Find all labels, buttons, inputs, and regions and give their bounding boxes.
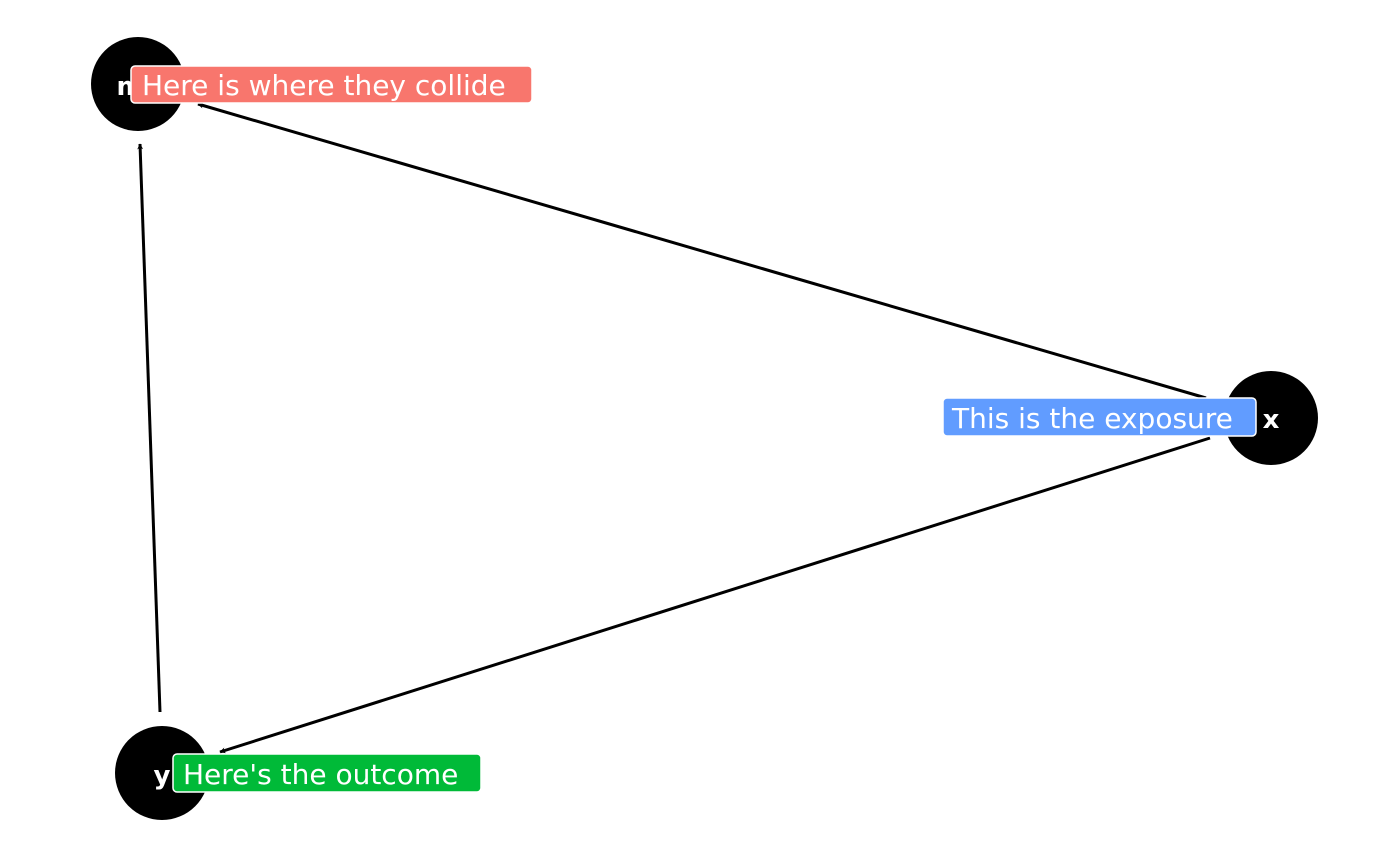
edge-x-to-y	[219, 436, 1211, 754]
edges	[137, 102, 1211, 754]
node-x: x	[1224, 371, 1318, 465]
node-y: y	[115, 726, 209, 820]
annotation-y-box	[172, 753, 482, 793]
node-x-label: x	[1263, 405, 1280, 435]
annotation-m-box	[130, 65, 533, 104]
annotation-x-text: This is the exposure	[951, 402, 1233, 435]
node-x-circle	[1224, 371, 1318, 465]
edge-x-to-m	[197, 102, 1207, 400]
node-y-circle	[115, 726, 209, 820]
annotation-x: This is the exposure	[942, 397, 1257, 437]
node-y-label: y	[154, 761, 171, 791]
annotation-m-text: Here is where they collide	[142, 69, 506, 102]
edge-y-to-m	[137, 143, 162, 713]
annotation-m: Here is where they collide	[130, 65, 533, 104]
annotation-x-box	[942, 397, 1257, 437]
annotation-y: Here's the outcome	[172, 753, 482, 793]
annotation-y-text: Here's the outcome	[183, 758, 458, 791]
